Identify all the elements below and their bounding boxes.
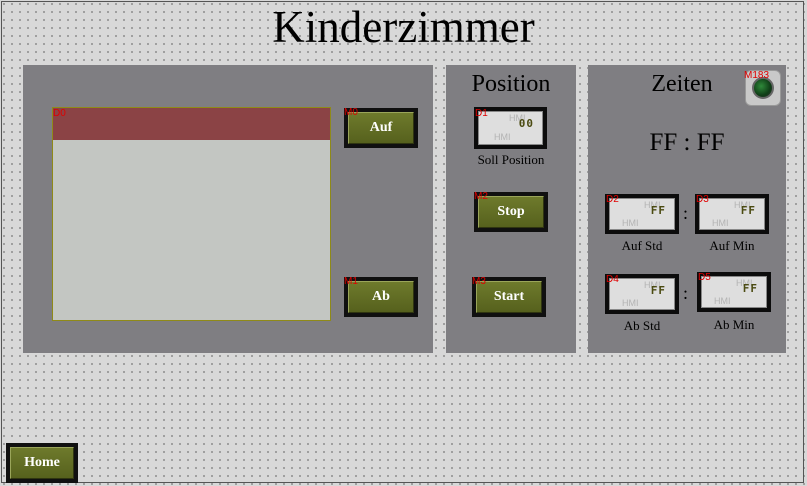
blind-panel: D0 Auf M0 Ab M1 [23,65,433,353]
status-lamp[interactable] [745,70,781,106]
watermark: HMI [622,298,639,308]
watermark: HMI [509,113,526,123]
watermark: HMI [714,296,731,306]
auf-min-value: FF [740,204,756,217]
auf-button-label: Auf [348,112,414,144]
ab-std-tag: D4 [606,274,619,285]
watermark: HMI [622,218,639,228]
status-lamp-indicator [752,77,774,99]
home-button-label: Home [10,447,74,479]
ab-min-label: Ab Min [713,317,755,332]
watermark: HMI [644,280,661,290]
times-panel: Zeiten M183 FF : FF HMI HMI FF D2 Auf St… [588,65,786,353]
auf-std-value: FF [650,204,666,217]
home-button[interactable]: Home [6,443,78,483]
position-panel: Position HMI HMI 00 D1 Soll Position Sto… [446,65,576,353]
ab-min-value: FF [742,282,758,295]
time-separator: : [683,203,689,223]
ab-min-input[interactable]: HMI HMI FF [697,272,771,312]
start-button-label: Start [476,281,542,313]
stop-button-tag: M2 [474,191,488,202]
auf-min-label: Auf Min [709,238,755,253]
watermark: HMI [712,218,729,228]
auf-button-tag: M0 [344,107,358,118]
position-heading: Position [471,71,551,97]
page-title: Kinderzimmer [272,2,535,52]
watermark: HMI [736,278,753,288]
auf-button[interactable]: Auf [344,108,418,148]
soll-position-input[interactable]: HMI HMI 00 [474,107,547,149]
status-lamp-tag: M183 [744,70,770,81]
watermark: HMI [494,132,511,142]
ab-button-tag: M1 [344,276,358,287]
time-clock-display: FF : FF [649,129,725,156]
ab-min-tag: D5 [698,272,711,283]
start-button[interactable]: Start [472,277,546,317]
time-separator: : [683,283,689,303]
blind-display [52,107,331,321]
soll-position-value: 00 [518,117,534,130]
watermark: HMI [734,200,751,210]
ab-button[interactable]: Ab [344,277,418,317]
times-heading: Zeiten [651,71,713,97]
blind-level-bar [53,108,330,140]
blind-display-tag: D0 [53,108,66,119]
watermark: HMI [644,200,661,210]
stop-button-label: Stop [478,196,544,228]
soll-position-label: Soll Position [477,152,545,167]
ab-std-value: FF [650,284,666,297]
start-button-tag: M3 [472,276,486,287]
ab-std-label: Ab Std [623,318,661,333]
auf-std-label: Auf Std [621,238,663,253]
ab-button-label: Ab [348,281,414,313]
auf-min-tag: D3 [696,194,709,205]
ab-std-input[interactable]: HMI HMI FF [605,274,679,314]
soll-position-tag: D1 [475,108,488,119]
auf-min-input[interactable]: HMI HMI FF [695,194,769,234]
stop-button[interactable]: Stop [474,192,548,232]
auf-std-input[interactable]: HMI HMI FF [605,194,679,234]
auf-std-tag: D2 [606,194,619,205]
